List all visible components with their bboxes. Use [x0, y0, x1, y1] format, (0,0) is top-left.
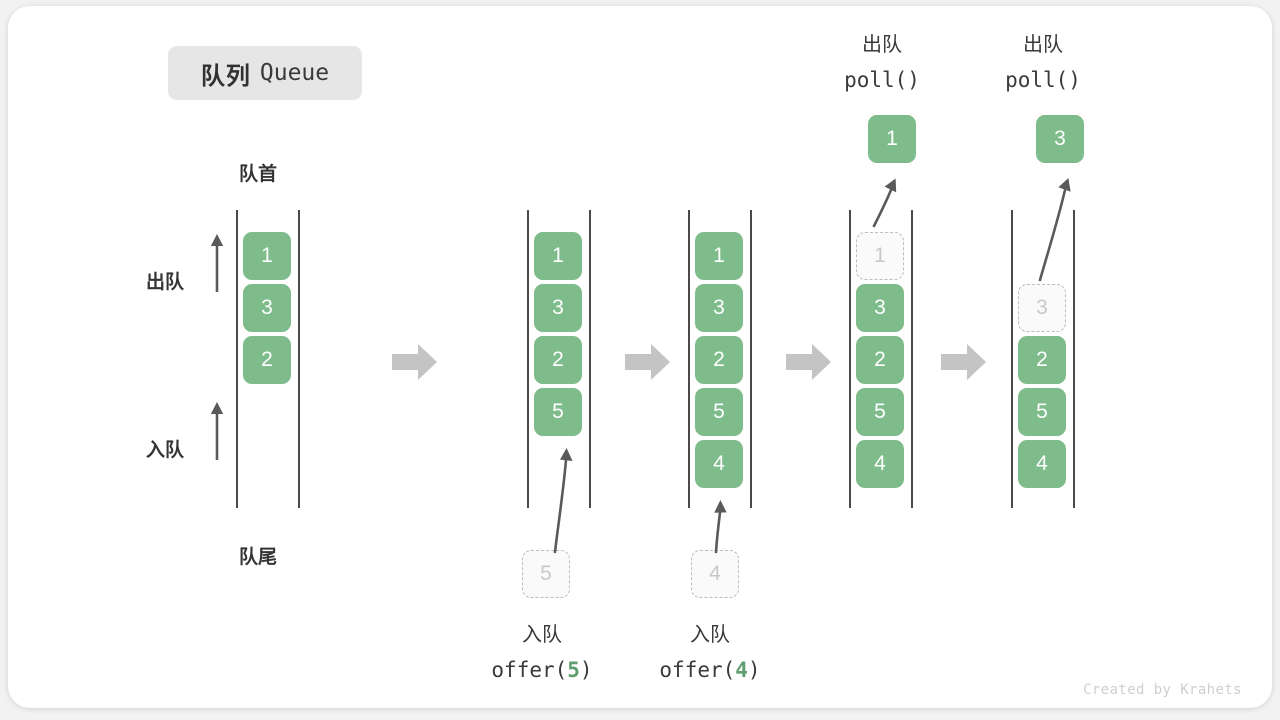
enqueue-operation-label-4: 入队 offer(4) [620, 618, 800, 688]
queue-cell: 4 [1018, 440, 1066, 488]
queue-cell: 2 [243, 336, 291, 384]
code-prefix: poll( [1005, 68, 1069, 92]
step-arrow-icon [392, 344, 437, 380]
step-arrow-icon [941, 344, 986, 380]
queue-cell-ghost: 3 [1018, 284, 1066, 332]
queue-rail-right [911, 210, 913, 508]
queue-rail-left [527, 210, 529, 508]
queue-cell: 2 [695, 336, 743, 384]
code-arg: 4 [735, 658, 748, 682]
dequeue-curved-arrow-icon [872, 178, 897, 228]
queue-cell: 1 [695, 232, 743, 280]
dequeue-result-box: 1 [868, 115, 916, 163]
code-prefix: offer( [659, 658, 736, 682]
queue-cell: 1 [534, 232, 582, 280]
queue-rail-left [1011, 210, 1013, 508]
code-arg: 5 [567, 658, 580, 682]
enqueue-op-code: offer(4) [620, 653, 800, 688]
queue-rail-right [589, 210, 591, 508]
dequeue-curved-arrow-icon [1038, 178, 1071, 282]
enqueue-op-code: offer(5) [452, 653, 632, 688]
queue-cell: 4 [695, 440, 743, 488]
code-suffix: ) [747, 658, 761, 682]
dequeue-result-box: 3 [1036, 115, 1084, 163]
title-chinese: 队列 [200, 62, 251, 90]
enqueue-curved-arrow-icon [714, 500, 727, 554]
queue-cell: 4 [856, 440, 904, 488]
queue-cell: 3 [695, 284, 743, 332]
queue-rail-right [1073, 210, 1075, 508]
title-badge: 队列 Queue [168, 46, 362, 100]
code-suffix: ) [907, 68, 920, 92]
title-english: Queue [259, 60, 330, 86]
dequeue-direction-arrow-icon [210, 234, 224, 292]
queue-cell: 1 [243, 232, 291, 280]
queue-cell: 5 [695, 388, 743, 436]
queue-cell: 2 [856, 336, 904, 384]
queue-tail-label: 队尾 [239, 547, 278, 568]
queue-cell: 2 [534, 336, 582, 384]
queue-cell: 2 [1018, 336, 1066, 384]
queue-rail-right [298, 210, 300, 508]
code-prefix: offer( [491, 658, 568, 682]
enqueue-curved-arrow-icon [553, 448, 573, 554]
dequeue-op-code: poll() [963, 63, 1123, 98]
queue-cell-ghost: 1 [856, 232, 904, 280]
dequeue-op-chinese: 出队 [862, 34, 902, 56]
step-arrow-icon [786, 344, 831, 380]
queue-cell: 5 [856, 388, 904, 436]
enqueue-op-chinese: 入队 [522, 624, 562, 646]
queue-rail-left [688, 210, 690, 508]
dequeue-direction-label: 出队 [146, 272, 185, 293]
enqueue-op-chinese: 入队 [690, 624, 730, 646]
enqueue-operation-label-5: 入队 offer(5) [452, 618, 632, 688]
code-suffix: ) [1068, 68, 1081, 92]
queue-rail-left [849, 210, 851, 508]
enqueue-direction-arrow-icon [210, 402, 224, 460]
code-suffix: ) [579, 658, 593, 682]
queue-rail-right [750, 210, 752, 508]
queue-head-label: 队首 [239, 164, 278, 185]
code-prefix: poll( [844, 68, 908, 92]
footer-credit: Created by Krahets [1083, 682, 1242, 698]
enqueue-direction-label: 入队 [146, 440, 185, 461]
queue-cell: 3 [856, 284, 904, 332]
queue-cell: 3 [243, 284, 291, 332]
queue-rail-left [236, 210, 238, 508]
queue-cell: 5 [534, 388, 582, 436]
dequeue-operation-label-1: 出队 poll() [802, 28, 962, 98]
step-arrow-icon [625, 344, 670, 380]
queue-cell: 5 [1018, 388, 1066, 436]
dequeue-operation-label-3: 出队 poll() [963, 28, 1123, 98]
dequeue-op-code: poll() [802, 63, 962, 98]
enqueue-ghost-box: 5 [522, 550, 570, 598]
queue-cell: 3 [534, 284, 582, 332]
dequeue-op-chinese: 出队 [1023, 34, 1063, 56]
enqueue-ghost-box: 4 [691, 550, 739, 598]
